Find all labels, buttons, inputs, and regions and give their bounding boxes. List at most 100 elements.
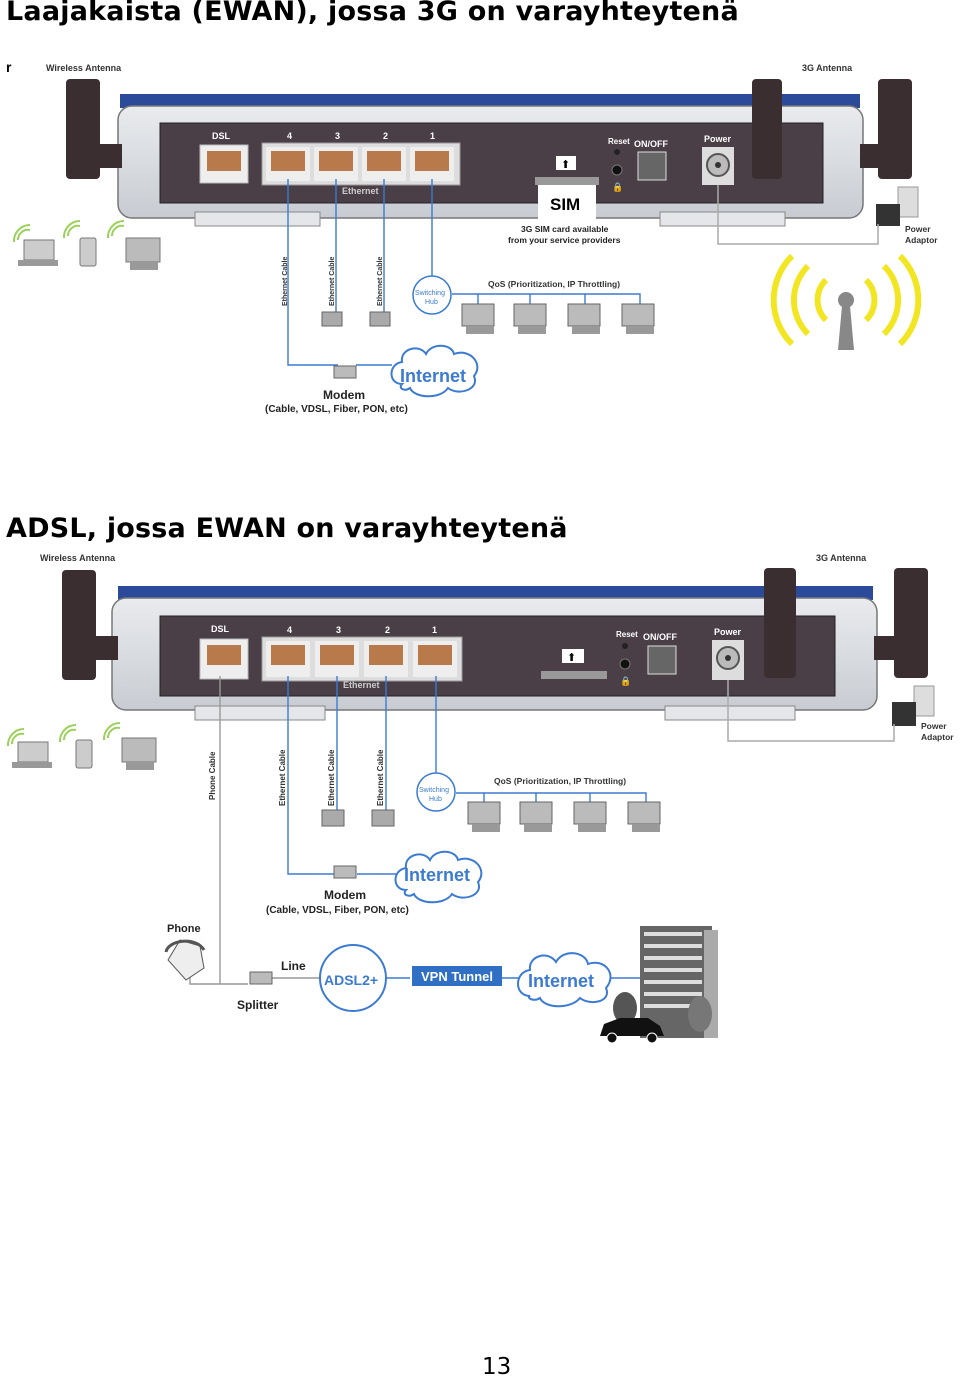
modem-label: Modem	[324, 888, 366, 902]
status-led	[619, 658, 631, 670]
sim-slot	[541, 671, 607, 679]
power-switch	[637, 151, 667, 181]
onoff-label: ON/OFF	[634, 139, 668, 149]
sim-slot	[535, 177, 599, 185]
power-adaptor-label-1: Power	[905, 224, 931, 234]
dsl-port	[199, 144, 249, 184]
page-number: 13	[482, 1354, 512, 1380]
desktop-icons	[321, 809, 395, 827]
3g-antenna-icon-right	[878, 79, 912, 179]
qos-label: QoS (Prioritization, IP Throttling)	[488, 279, 620, 289]
heading-ewan: Laajakaista (EWAN), jossa 3G on varayhte…	[6, 0, 739, 27]
hub-label-2: Hub	[429, 796, 442, 803]
splitter-icon	[249, 971, 273, 985]
ewan-3g-diagram: r Wireless Antenna 3G Antenna DSL 4 3 2 …	[6, 59, 938, 415]
port-2-label: 2	[385, 625, 390, 635]
reset-button	[614, 149, 620, 155]
line-label: Line	[281, 959, 306, 973]
switching-hub	[416, 772, 456, 812]
cable-label-1: Ethernet Cable	[282, 256, 289, 306]
cable-label-1: Ethernet Cable	[278, 749, 287, 806]
port-3-label: 3	[336, 625, 341, 635]
reset-button	[622, 643, 628, 649]
internet-label: Internet	[404, 865, 470, 885]
power-adaptor-label-2: Adaptor	[905, 235, 938, 245]
qos-desktops	[461, 303, 655, 334]
power-adaptor-icon	[876, 186, 919, 226]
phone-label: Phone	[167, 923, 201, 935]
port-dsl-label: DSL	[212, 131, 231, 141]
office-building-icon	[613, 926, 718, 1038]
port-dsl-label: DSL	[211, 624, 230, 634]
modem-note: (Cable, VDSL, Fiber, PON, etc)	[265, 404, 408, 415]
ethernet-ports	[266, 641, 457, 677]
status-led	[611, 164, 623, 176]
stray-mark: r	[6, 59, 12, 75]
wireless-antenna-icon	[62, 570, 96, 680]
ethernet-ports	[266, 147, 454, 181]
heading-adsl: ADSL, jossa EWAN on varayhteytenä	[6, 513, 568, 544]
desktop-icons	[321, 311, 391, 327]
vpn-label: VPN Tunnel	[421, 969, 493, 984]
modem-label: Modem	[323, 388, 365, 402]
hub-label-2: Hub	[425, 299, 438, 306]
power-label: Power	[704, 134, 732, 144]
qos-desktops	[467, 801, 661, 832]
cables	[287, 676, 647, 979]
ethernet-label: Ethernet	[342, 186, 379, 196]
adsl-label: ADSL2+	[324, 972, 378, 988]
internet-cloud	[394, 850, 483, 904]
wireless-antenna-label: Wireless Antenna	[46, 63, 122, 73]
cables	[287, 179, 641, 366]
3g-antenna-icon-right	[894, 568, 928, 678]
internet-label: Internet	[400, 366, 466, 386]
modem-icon	[333, 865, 357, 879]
modem-note: (Cable, VDSL, Fiber, PON, etc)	[266, 905, 409, 916]
splitter-label: Splitter	[237, 998, 279, 1012]
switching-hub	[412, 275, 452, 315]
vpn-tunnel-bar	[412, 966, 502, 986]
adsl-circle	[319, 944, 387, 1012]
cable-label-3: Ethernet Cable	[376, 749, 385, 806]
car-icon	[600, 1018, 664, 1044]
wireless-devices	[6, 721, 157, 770]
port-1-label: 1	[432, 625, 437, 635]
3g-antenna-label: 3G Antenna	[816, 553, 867, 563]
sim-label: SIM	[550, 195, 580, 214]
port-1-label: 1	[430, 131, 435, 141]
lock-icon: 🔒	[612, 182, 623, 192]
upload-icon: ⬆	[561, 159, 570, 171]
port-4-label: 4	[287, 625, 292, 635]
wireless-antenna-icon	[66, 79, 100, 179]
hub-label-1: Switching	[415, 290, 445, 297]
3g-tower-icon	[770, 253, 922, 350]
power-switch	[647, 645, 677, 675]
port-4-label: 4	[287, 131, 292, 141]
onoff-label: ON/OFF	[643, 632, 677, 642]
reset-label: Reset	[608, 137, 630, 146]
lock-icon: 🔒	[620, 676, 631, 686]
3g-antenna-icon	[752, 79, 782, 179]
reset-label: Reset	[616, 630, 638, 639]
cable-label-2: Ethernet Cable	[327, 749, 336, 806]
sim-note-2: from your service providers	[508, 235, 621, 245]
remote-internet-cloud	[517, 952, 612, 1008]
3g-antenna-label: 3G Antenna	[802, 63, 853, 73]
phone-line	[189, 676, 322, 985]
port-2-label: 2	[383, 131, 388, 141]
wireless-antenna-label: Wireless Antenna	[40, 553, 116, 563]
qos-label: QoS (Prioritization, IP Throttling)	[494, 776, 626, 786]
hub-label-1: Switching	[419, 787, 449, 794]
wireless-devices	[12, 219, 161, 270]
dsl-port	[199, 638, 249, 680]
power-adaptor-label-1: Power	[921, 721, 947, 731]
modem-icon	[333, 365, 357, 379]
remote-internet-label: Internet	[528, 971, 594, 991]
power-adaptor-icon	[892, 685, 935, 726]
router	[111, 586, 878, 721]
phone-cable-label: Phone Cable	[208, 751, 217, 800]
power-label: Power	[714, 627, 742, 637]
internet-cloud	[390, 344, 479, 398]
3g-antenna-icon	[764, 568, 796, 678]
ethernet-label: Ethernet	[343, 680, 380, 690]
